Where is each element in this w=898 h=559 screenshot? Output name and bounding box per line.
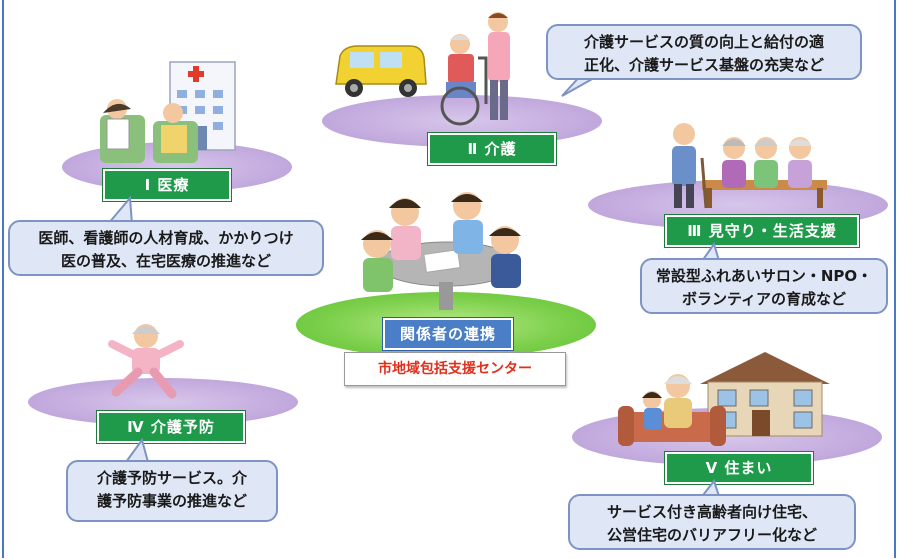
elderly-group-icon	[672, 123, 827, 209]
desc-medical-line2: 医の普及、在宅医療の推進など	[60, 252, 271, 270]
desc-bubble-care: 介護サービスの質の向上と給付の適 正化、介護サービス基盤の充実など	[546, 24, 862, 80]
desc-housing-line1: サービス付き高齢者向け住宅、	[606, 503, 817, 521]
desc-bubble-medical: 医師、看護師の人材育成、かかりつけ 医の普及、在宅医療の推進など	[8, 220, 324, 276]
desc-housing-line2: 公営住宅のバリアフリー化など	[606, 526, 817, 544]
desc-care-line1: 介護サービスの質の向上と給付の適	[583, 33, 824, 51]
house-icon	[700, 352, 830, 437]
desc-medical-line1: 医師、看護師の人材育成、かかりつけ	[38, 229, 294, 247]
exercising-elderly-icon	[108, 324, 184, 399]
desc-bubble-housing: サービス付き高齢者向け住宅、 公営住宅のバリアフリー化など	[568, 494, 856, 550]
care-van-icon	[335, 45, 427, 97]
section-label-housing: Ⅴ 住まい	[665, 452, 813, 484]
section-label-medical: Ⅰ 医療	[103, 169, 231, 201]
desc-bubble-prevention: 介護予防サービス。介 護予防事業の推進など	[66, 460, 278, 522]
wheelchair-caregiver-icon	[440, 12, 510, 126]
doctor-patient-icon	[100, 99, 198, 163]
center-subtitle: 市地域包括支援センター	[344, 352, 566, 386]
desc-prevention-line2: 護予防事業の推進など	[96, 492, 247, 510]
section-label-support: Ⅲ 見守り・生活支援	[665, 215, 859, 247]
family-sofa-icon	[618, 374, 726, 446]
section-label-prevention: Ⅳ 介護予防	[97, 411, 245, 443]
desc-prevention-line1: 介護予防サービス。介	[96, 469, 247, 487]
desc-bubble-support: 常設型ふれあいサロン・NPO・ ボランティアの育成など	[640, 258, 888, 314]
desc-support-line1: 常設型ふれあいサロン・NPO・	[655, 267, 873, 285]
section-label-care: Ⅱ 介護	[428, 133, 556, 165]
desc-support-line2: ボランティアの育成など	[681, 290, 847, 308]
center-label: 関係者の連携	[383, 318, 513, 350]
desc-care-line2: 正化、介護サービス基盤の充実など	[583, 56, 824, 74]
meeting-table-icon	[361, 192, 521, 310]
